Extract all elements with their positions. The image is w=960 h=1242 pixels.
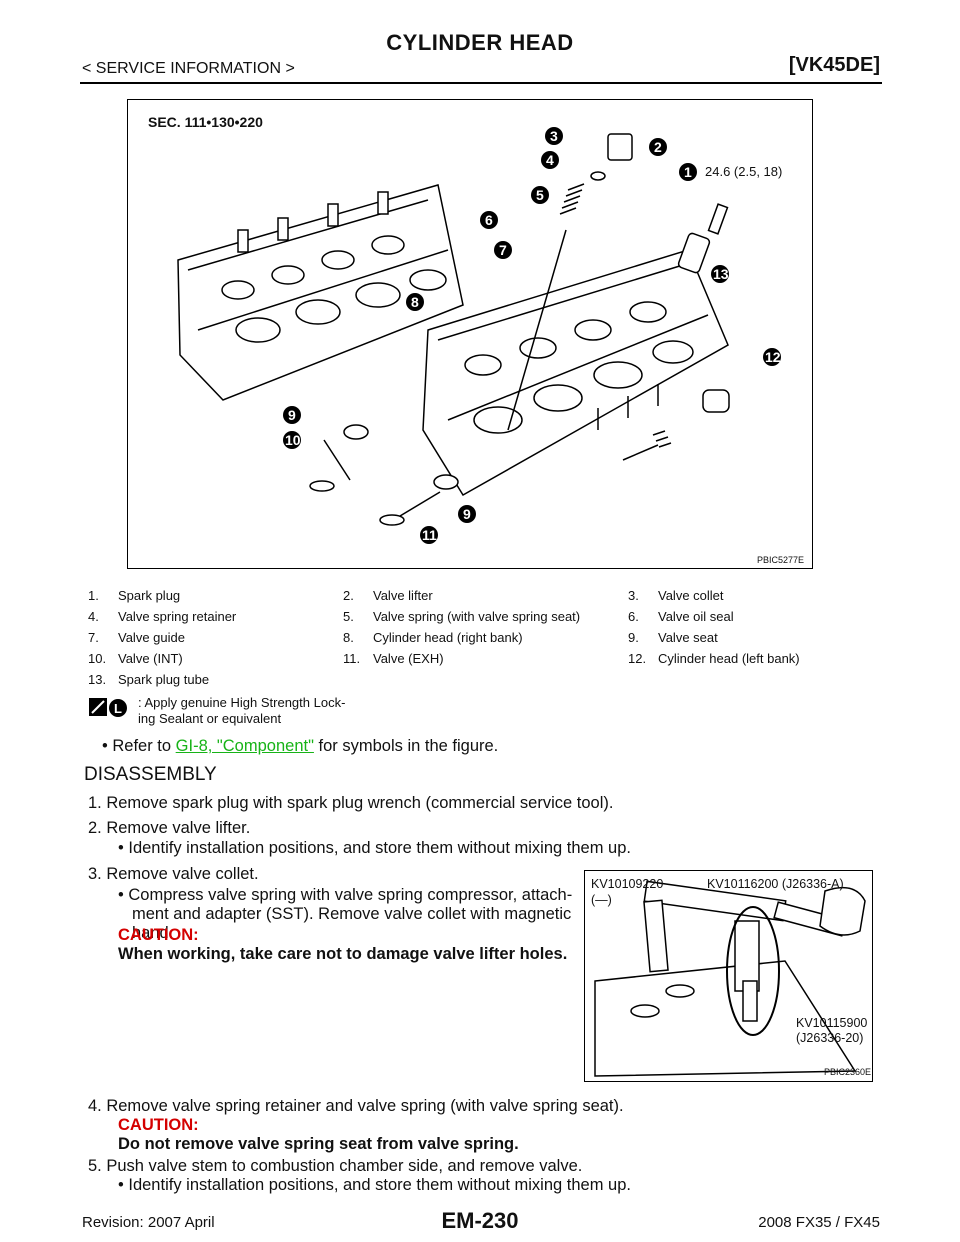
legend-num: 10. [88,651,107,666]
page-title: CYLINDER HEAD [386,30,574,55]
legend-label: Cylinder head (left bank) [658,651,800,666]
step-3-note-line: ment and adapter (SST). Remove valve col… [132,905,572,923]
gi-8-component-link[interactable]: GI-8, "Component" [175,737,314,755]
legend-num: 2. [343,588,354,603]
legend-row: 13. Spark plug tube [88,672,848,693]
sealant-note-line: : Apply genuine High Strength Lock- [138,695,346,710]
legend-num: 9. [628,630,639,645]
legend-label: Valve (INT) [118,651,183,666]
legend-num: 13. [88,672,107,687]
svg-text:10: 10 [285,432,301,448]
step-2-note: • Identify installation positions, and s… [118,839,631,857]
legend-label: Valve spring retainer [118,609,237,624]
legend-num: 12. [628,651,647,666]
legend-num: 3. [628,588,639,603]
svg-text:7: 7 [499,242,507,258]
tool-1-sub: (—) [591,893,612,907]
step-3-note-text: Compress valve spring with valve spring … [128,886,573,904]
compressor-illustration [594,880,866,1077]
page-number: EM-230 [441,1208,519,1233]
legend-row: 7. Valve guide 8. Cylinder head (right b… [88,630,848,651]
legend-num: 6. [628,609,639,624]
legend-label: Valve oil seal [658,609,734,624]
sealant-symbol-icon: L [89,698,127,717]
step-5: 5. Push valve stem to combustion chamber… [88,1157,583,1175]
svg-text:9: 9 [288,407,296,423]
svg-text:L: L [114,701,122,716]
legend-num: 8. [343,630,354,645]
svg-text:12: 12 [765,349,781,365]
tool-2-code: KV10116200 (J26336-A) [707,877,844,891]
svg-text:2: 2 [654,139,662,155]
refer-suffix: for symbols in the figure. [313,737,499,755]
caution-label: CAUTION: [118,926,199,944]
legend-label: Valve (EXH) [373,651,444,666]
step-3-note-line: hand. [132,924,174,942]
bullet: • [102,737,113,755]
svg-text:3: 3 [550,128,558,144]
step-5-note-text: Identify installation positions, and sto… [128,1176,631,1194]
cylinder-head-illustration: 3 2 4 1 5 6 7 13 8 12 9 10 9 11 [177,127,781,544]
parts-legend: 1. Spark plug 2. Valve lifter 3. Valve c… [88,588,848,693]
refer-prefix: Refer to [112,737,176,755]
step-1: 1. Remove spark plug with spark plug wre… [88,794,614,812]
step-4: 4. Remove valve spring retainer and valv… [88,1097,624,1115]
step-3-note: • Compress valve spring with valve sprin… [118,886,578,943]
legend-num: 11. [343,651,361,666]
figure-code: PBIC5277E [757,555,805,565]
svg-text:9: 9 [463,506,471,522]
sealant-note: : Apply genuine High Strength Lock- ing … [138,695,345,727]
callout-badges: 3 2 4 1 5 6 7 13 8 12 9 10 9 11 [283,127,781,544]
legend-num: 7. [88,630,99,645]
legend-num: 5. [343,609,354,624]
legend-label: Valve lifter [373,588,433,603]
svg-text:1: 1 [684,164,692,180]
legend-label: Valve spring (with valve spring seat) [373,609,581,624]
engine-model: [VK45DE] [788,54,880,76]
revision-date: Revision: 2007 April [82,1214,215,1231]
step-3: 3. Remove valve collet. [88,865,259,883]
figure-2-code: PBIC2360E [824,1067,872,1077]
legend-label: Spark plug tube [118,672,210,687]
svg-text:4: 4 [546,152,554,168]
step-2-note-text: Identify installation positions, and sto… [128,839,631,857]
section-number: SEC. 111•130•220 [148,114,263,130]
torque-spec: 24.6 (2.5, 18) [705,164,783,179]
legend-label: Valve collet [658,588,724,603]
valve-spring-compressor-figure [584,870,873,1082]
legend-label: Valve seat [658,630,718,645]
step-2: 2. Remove valve lifter. [88,819,251,837]
section-heading: DISASSEMBLY [84,764,217,785]
svg-text:13: 13 [713,266,729,282]
legend-row: 4. Valve spring retainer 5. Valve spring… [88,609,848,630]
tool-3-sub: (J26336-20) [796,1031,864,1045]
refer-note: • Refer to GI-8, "Component" for symbols… [102,737,498,756]
sealant-note-line: ing Sealant or equivalent [138,711,282,726]
header-rule [80,82,882,84]
tool-3-code: KV10115900 [796,1016,868,1030]
step-4-caution: Do not remove valve spring seat from val… [118,1135,519,1153]
caution-label: CAUTION: [118,1116,199,1134]
svg-text:8: 8 [411,294,419,310]
svg-text:6: 6 [485,212,493,228]
vehicle-model: 2008 FX35 / FX45 [758,1214,880,1231]
cylinder-head-exploded-figure: 3 2 4 1 5 6 7 13 8 12 9 10 9 11 [127,99,813,569]
legend-num: 1. [88,588,99,603]
legend-num: 4. [88,609,99,624]
legend-row: 1. Spark plug 2. Valve lifter 3. Valve c… [88,588,848,609]
legend-row: 10. Valve (INT) 11. Valve (EXH) 12. Cyli… [88,651,848,672]
svg-text:11: 11 [422,527,437,543]
legend-label: Cylinder head (right bank) [373,630,523,645]
step-3-caution: When working, take care not to damage va… [118,945,568,963]
svg-text:5: 5 [536,187,544,203]
legend-label: Valve guide [118,630,185,645]
breadcrumb: < SERVICE INFORMATION > [82,60,295,77]
step-3-note-line: • Compress valve spring with valve sprin… [118,886,573,904]
tool-1-code: KV10109220 [591,877,664,891]
legend-label: Spark plug [118,588,181,603]
step-5-note: • Identify installation positions, and s… [118,1176,631,1194]
